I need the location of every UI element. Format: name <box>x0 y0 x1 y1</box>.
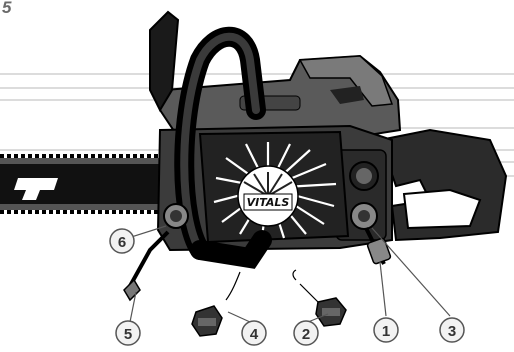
callout-6: 6 <box>110 229 134 253</box>
guide-bar <box>0 156 178 212</box>
callout-4-label: 4 <box>250 326 259 343</box>
callout-1: 1 <box>374 318 398 342</box>
callout-2-label: 2 <box>302 326 310 343</box>
rear-handle <box>380 130 506 240</box>
callout-4: 4 <box>242 321 266 345</box>
brand-logo: VITALS <box>247 196 290 209</box>
starter-cover: VITALS <box>200 132 348 242</box>
callout-1-label: 1 <box>382 323 390 340</box>
callout-3: 3 <box>440 318 464 342</box>
callout-5: 5 <box>116 321 140 345</box>
oil-tank-cap <box>164 204 188 228</box>
callout-5-label: 5 <box>124 326 132 343</box>
callout-3-label: 3 <box>448 323 456 340</box>
callout-2: 2 <box>294 321 318 345</box>
spare-cap-4 <box>192 272 240 336</box>
callout-6-label: 6 <box>118 234 126 251</box>
